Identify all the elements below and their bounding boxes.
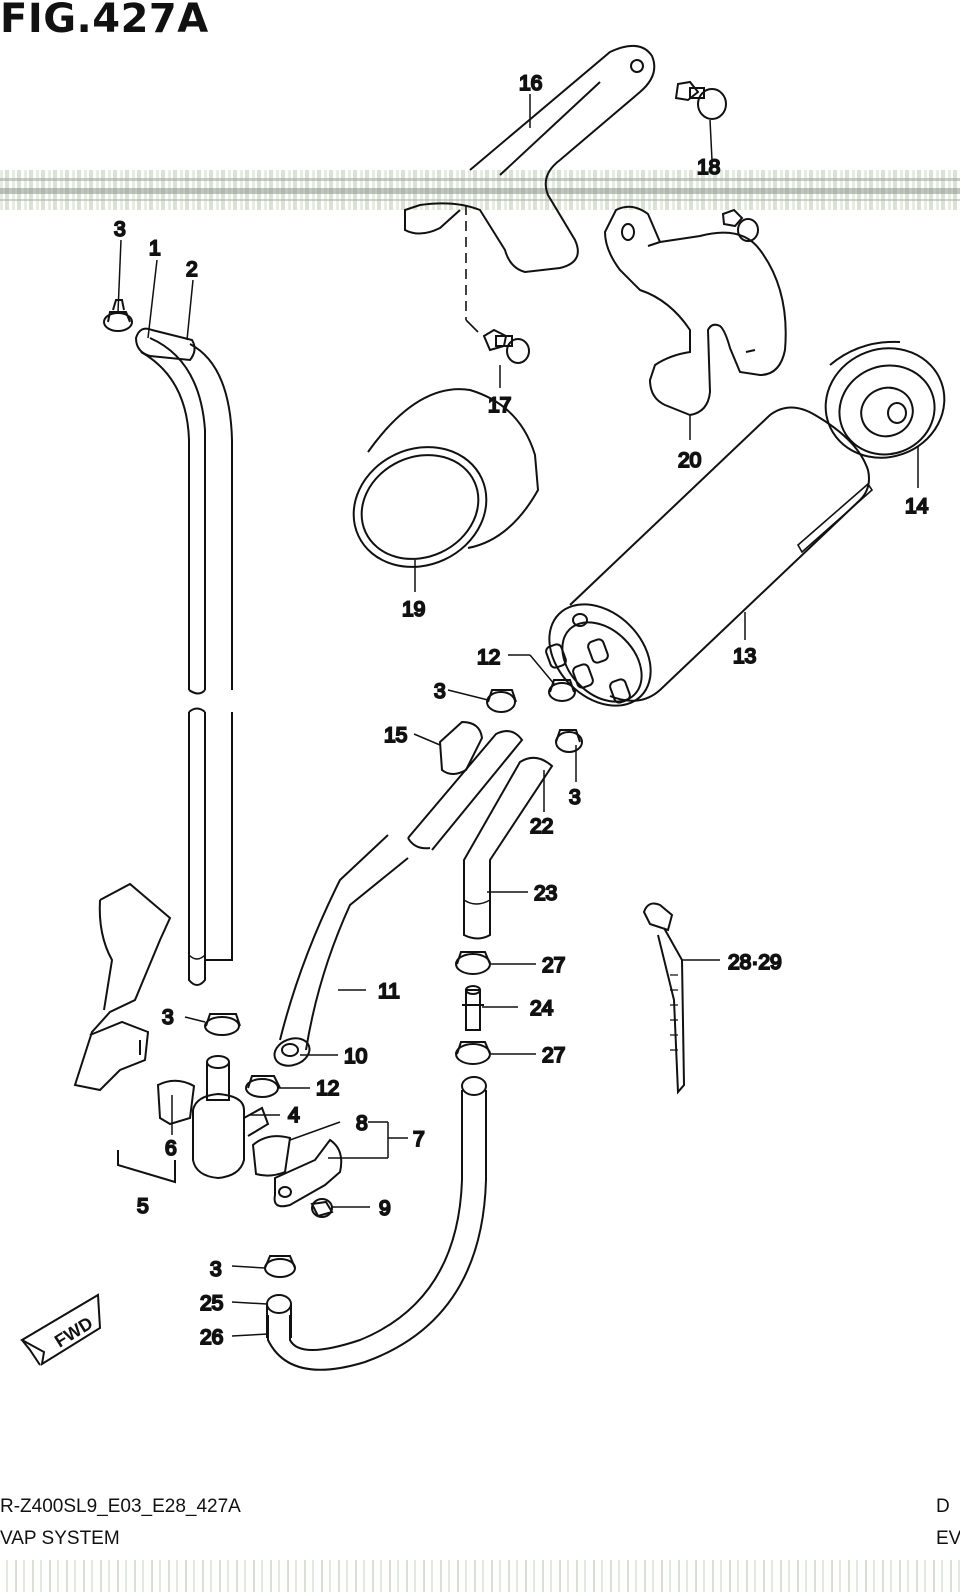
- part-14-cap: [824, 340, 946, 459]
- callout-6: 6: [165, 1137, 177, 1160]
- callout-3-d: 3: [162, 1006, 174, 1029]
- callout-15: 15: [384, 724, 407, 747]
- callout-23: 23: [534, 882, 557, 905]
- callout-3-a: 3: [114, 218, 126, 241]
- part-3-clamp-d: [555, 729, 583, 753]
- callout-12-a: 12: [477, 646, 500, 669]
- fwd-arrow: [19, 1293, 102, 1367]
- part-8-cushion: [251, 1135, 292, 1177]
- scan-noise-band-top: [0, 170, 960, 210]
- callout-22: 22: [530, 815, 553, 838]
- part-6-holder: [156, 1079, 196, 1126]
- part-25-26-hose: [266, 1076, 487, 1371]
- part-28-29-cable-tie: [642, 902, 686, 1095]
- footer-figure-code: R-Z400SL9_E03_E28_427A: [0, 1496, 241, 1517]
- callout-3-b: 3: [434, 680, 446, 703]
- callout-13: 13: [733, 645, 756, 668]
- callout-11: 11: [378, 980, 400, 1003]
- part-22-23-hose: [463, 756, 554, 940]
- part-5-bracket: [73, 882, 176, 1184]
- callout-12-b: 12: [316, 1077, 339, 1100]
- part-24-joint: [462, 985, 484, 1031]
- callout-16: 16: [519, 72, 542, 95]
- callout-27-a: 27: [542, 954, 565, 977]
- part-12-clamp-b: [548, 679, 576, 702]
- callout-14: 14: [905, 495, 929, 518]
- callout-2: 2: [186, 258, 198, 281]
- part-16-bracket: [404, 45, 656, 274]
- callout-17: 17: [488, 394, 511, 417]
- part-2-hose-sleeve: [189, 343, 233, 961]
- callout-18: 18: [697, 156, 720, 179]
- leader-lines: [117, 94, 919, 1337]
- part-12-clamp-a: [245, 1075, 281, 1098]
- callout-3-e: 3: [210, 1258, 222, 1281]
- part-1-2-hose: [134, 327, 206, 986]
- part-27-clamp-b: [455, 1041, 491, 1065]
- callout-27-b: 27: [542, 1044, 565, 1067]
- callout-7: 7: [413, 1128, 425, 1151]
- footer-code-right: D: [936, 1496, 950, 1517]
- part-18-bolt: [674, 80, 727, 120]
- part-19-cap: [352, 388, 540, 568]
- part-4-valve: [192, 1055, 270, 1180]
- part-27-clamp-a: [455, 951, 491, 975]
- part-20-bolt: [721, 208, 759, 242]
- part-15-cap: [438, 720, 484, 775]
- callout-5: 5: [137, 1195, 149, 1218]
- scan-noise-band-bottom: [0, 1560, 960, 1592]
- callout-3-c: 3: [569, 786, 581, 809]
- callout-26: 26: [200, 1326, 223, 1349]
- footer-system-name: VAP SYSTEM: [0, 1528, 120, 1549]
- figure-title: FIG.427A: [0, 0, 209, 42]
- part-9-screw: [310, 1198, 334, 1218]
- callout-8: 8: [356, 1112, 368, 1135]
- callout-19: 19: [402, 598, 425, 621]
- callout-10: 10: [344, 1045, 367, 1068]
- part-7-clamp: [273, 1138, 343, 1208]
- callout-9: 9: [379, 1197, 391, 1220]
- callout-25: 25: [200, 1292, 223, 1315]
- part-13-canister: [545, 406, 874, 707]
- part-17-bolt: [482, 328, 530, 364]
- callout-4: 4: [288, 1104, 300, 1127]
- leader-17-end: [465, 319, 479, 333]
- part-3-clamp-e: [264, 1255, 296, 1278]
- callout-24: 24: [530, 997, 554, 1020]
- part-20-bracket: [603, 205, 787, 417]
- callout-28-29: 28·29: [728, 951, 782, 974]
- footer-system-right: EV: [936, 1528, 960, 1549]
- callout-20: 20: [678, 449, 701, 472]
- part-10-11-hose: [273, 730, 524, 1067]
- callout-1: 1: [149, 237, 161, 260]
- part-3-clamp-b: [204, 1013, 241, 1036]
- part-3-clamp-c: [486, 689, 517, 713]
